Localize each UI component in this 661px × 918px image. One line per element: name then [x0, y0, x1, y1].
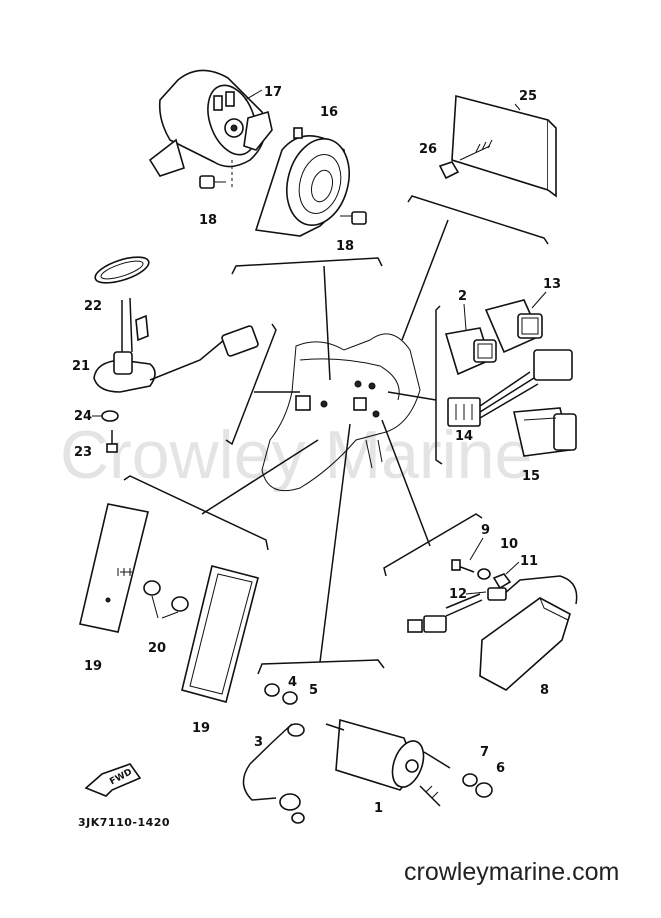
callout-16: 16 [320, 105, 338, 120]
horn-rear [148, 69, 273, 190]
callout-19-left: 19 [84, 659, 102, 674]
bolt-18-lower [340, 211, 367, 225]
callout-5: 5 [309, 683, 318, 698]
callout-20: 20 [148, 641, 166, 656]
callout-22: 22 [84, 299, 102, 314]
rear-reflector [451, 94, 557, 198]
callout-9: 9 [481, 523, 490, 538]
cdi-unit-8 [407, 575, 578, 691]
nut-26 [438, 139, 493, 180]
bracket-sender [225, 323, 277, 446]
callout-13: 13 [543, 277, 561, 292]
bracket-connectors [435, 305, 443, 465]
connector-14 [447, 349, 573, 427]
bracket-side-reflectors [123, 475, 269, 551]
washer-24 [101, 410, 119, 422]
callout-2: 2 [458, 289, 467, 304]
callout-4: 4 [288, 675, 297, 690]
callout-23: 23 [74, 445, 92, 460]
gasket-22 [94, 256, 150, 284]
callout-3: 3 [254, 735, 263, 750]
callout-10: 10 [500, 537, 518, 552]
bracket-reflector [407, 195, 549, 245]
callout-18-lower: 18 [336, 239, 354, 254]
nut-4 [264, 683, 280, 697]
side-reflector-right [181, 565, 259, 703]
nut-11 [492, 573, 512, 590]
fwd-arrow: FWD [84, 763, 142, 797]
site-url[interactable]: crowleymarine.com [404, 858, 619, 886]
bracket-cdi [383, 513, 483, 577]
callout-12: 12 [449, 587, 467, 602]
callout-17: 17 [264, 85, 282, 100]
washer-10 [477, 568, 491, 580]
callout-26: 26 [419, 142, 437, 157]
callout-14: 14 [455, 429, 473, 444]
washer-7 [462, 773, 478, 787]
callout-19-right: 19 [192, 721, 210, 736]
callout-11: 11 [520, 554, 538, 569]
nut-20 [143, 580, 189, 612]
bolt-18-upper [199, 175, 226, 189]
callout-6: 6 [496, 761, 505, 776]
lead-wire-3 [242, 723, 305, 824]
relay-13 [484, 299, 543, 354]
drawing-code: 3JK7110-1420 [78, 816, 170, 829]
vehicle-outline [261, 333, 421, 492]
relay-2 [444, 327, 497, 376]
screw-23 [106, 430, 118, 453]
callout-15: 15 [522, 469, 540, 484]
fuel-sender-21 [93, 297, 259, 393]
bolt-9 [451, 559, 475, 573]
bracket-starter [257, 659, 385, 675]
callout-24: 24 [74, 409, 92, 424]
connector-15 [513, 407, 577, 457]
horn-front [254, 127, 350, 237]
callout-21: 21 [72, 359, 90, 374]
callout-18-upper: 18 [199, 213, 217, 228]
nut-6 [475, 782, 493, 798]
starter-relay-1 [325, 718, 451, 807]
side-reflector-left [79, 503, 149, 633]
callout-1: 1 [374, 801, 383, 816]
callout-25: 25 [519, 89, 537, 104]
washer-5 [282, 691, 298, 705]
callout-7: 7 [480, 745, 489, 760]
callout-8: 8 [540, 683, 549, 698]
bracket-horns [231, 257, 383, 275]
